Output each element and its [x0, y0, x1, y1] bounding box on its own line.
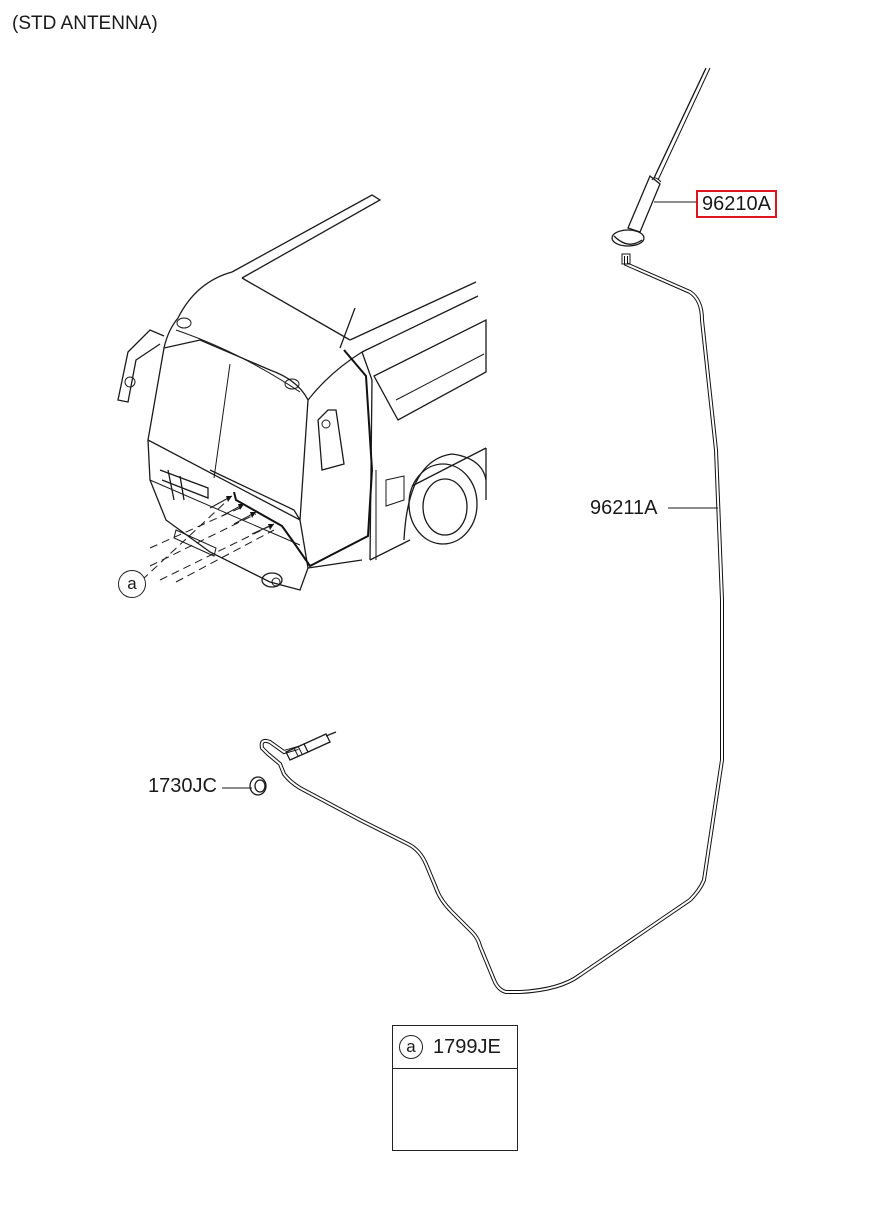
part-label-cable-tie[interactable]: 1799JE [433, 1036, 501, 1058]
part-label-antenna[interactable]: 96210A [696, 190, 777, 218]
part-label-feeder-cable[interactable]: 96211A [590, 497, 658, 519]
diagram-title: (STD ANTENNA) [12, 13, 158, 34]
cable-icon [259, 253, 724, 994]
ref-marker-a: a [118, 570, 146, 598]
part-label-grommet[interactable]: 1730JC [148, 775, 217, 797]
legend-header: a 1799JE [393, 1026, 517, 1069]
bus-illustration-icon [117, 194, 487, 591]
antenna-icon [611, 67, 711, 247]
legend-ref-letter: a [399, 1035, 423, 1059]
legend-box: a 1799JE [392, 1025, 518, 1151]
grommet-icon [222, 776, 267, 796]
